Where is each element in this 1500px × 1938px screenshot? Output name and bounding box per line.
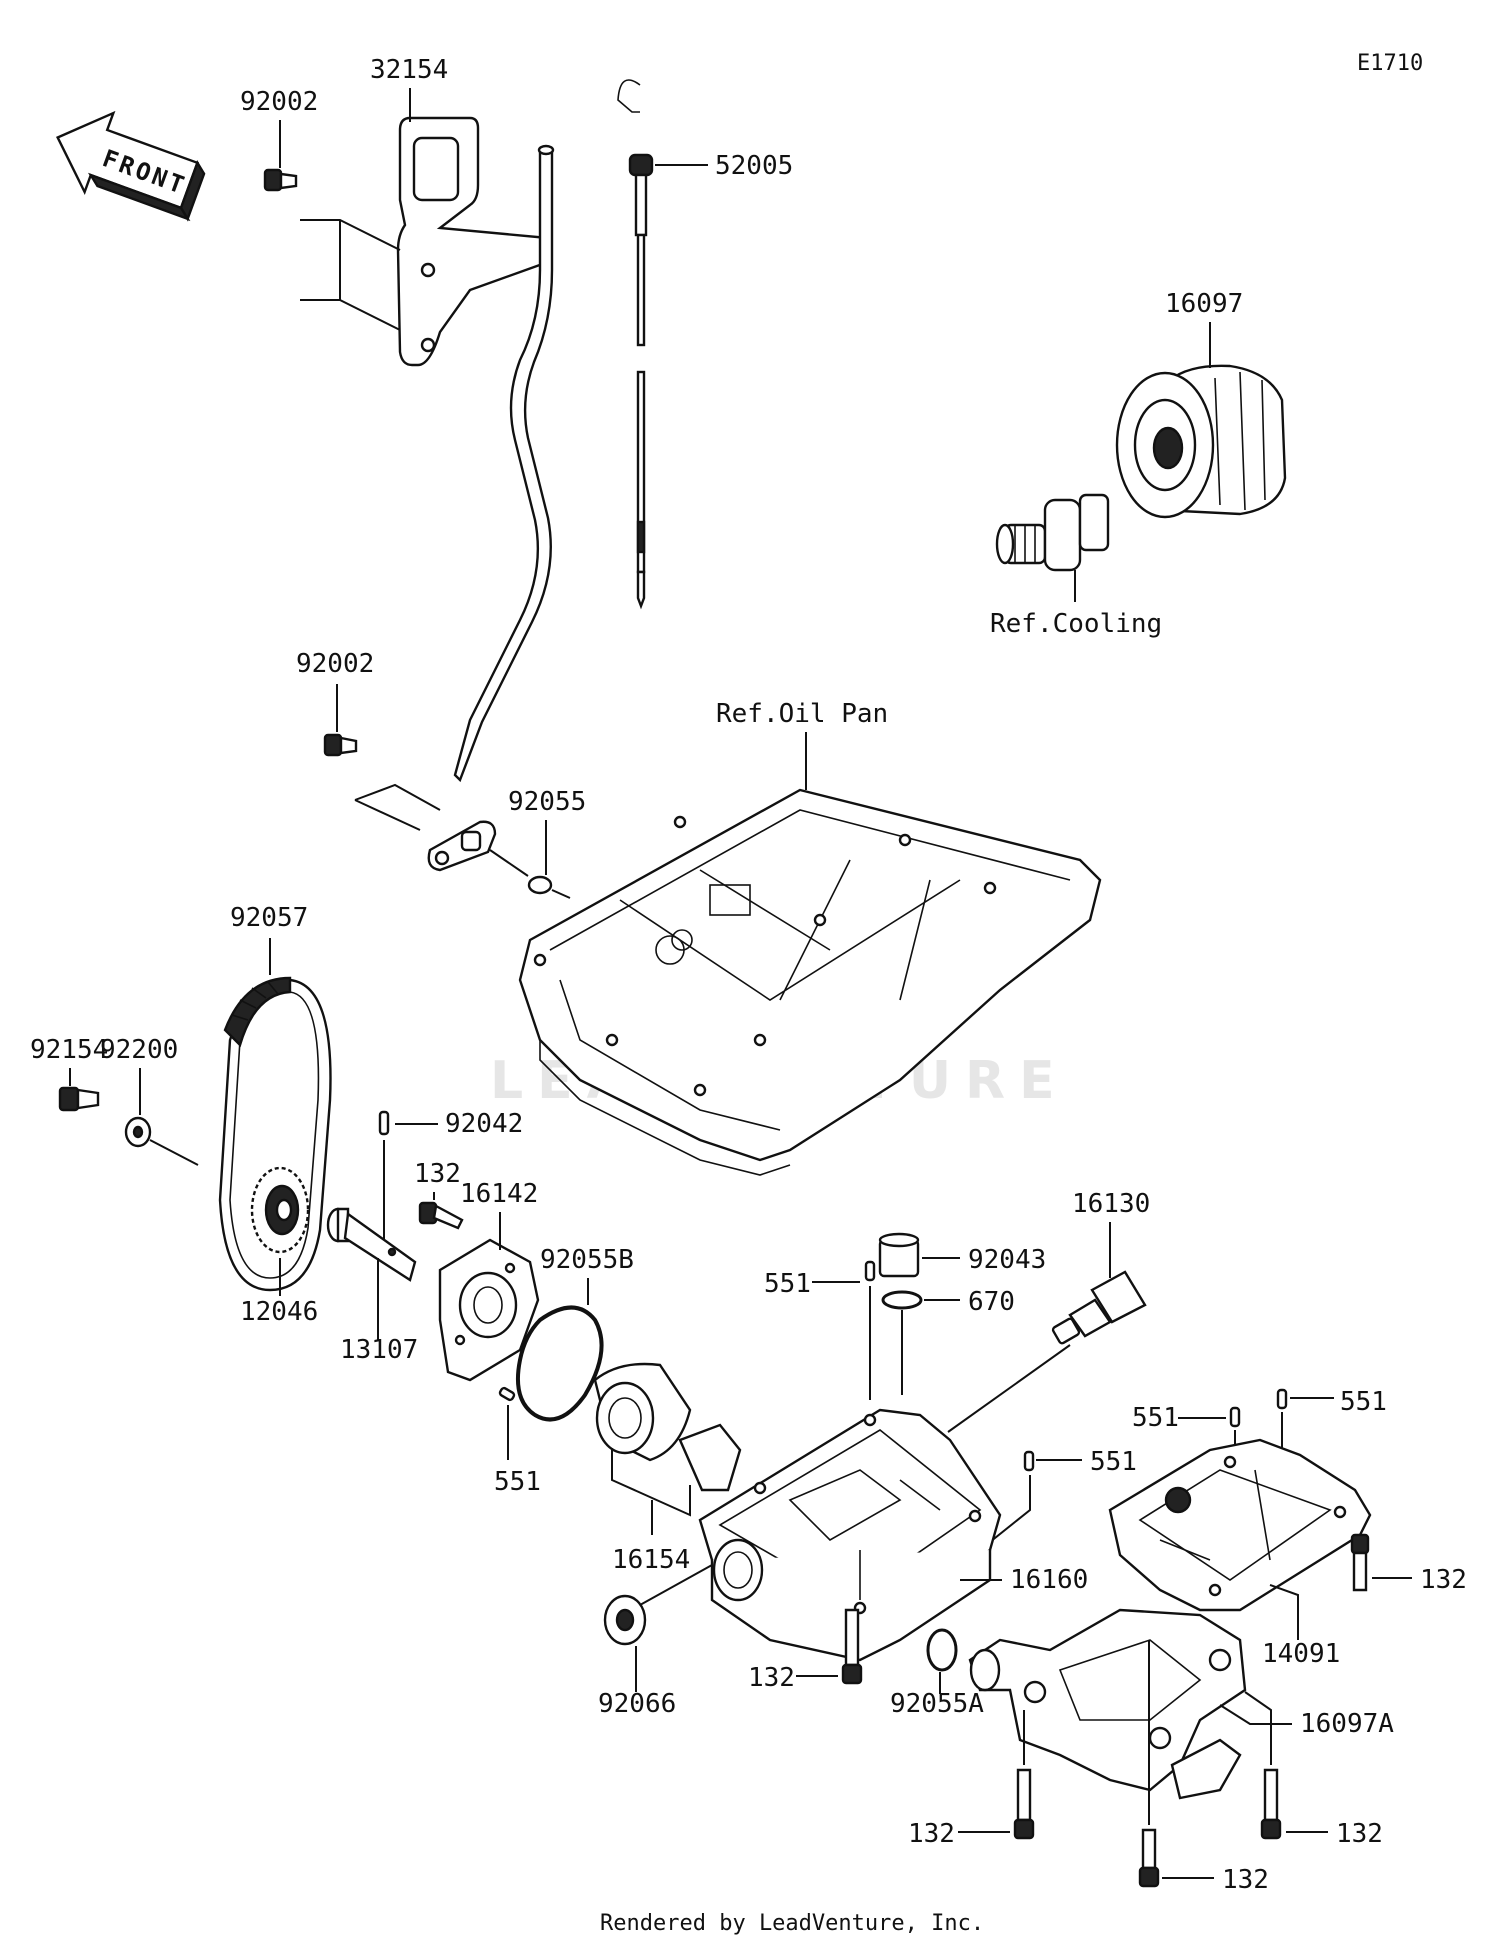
label-551-b: 551: [1090, 1447, 1137, 1477]
label-132-right: 132: [1420, 1565, 1467, 1595]
plate-14091: [1108, 1438, 1372, 1612]
front-arrow-icon: FRONT: [56, 110, 206, 222]
label-551-c: 551: [1132, 1403, 1179, 1433]
label-16154: 16154: [612, 1545, 690, 1575]
bracket-32154: [396, 116, 550, 367]
pin-551-d: [1276, 1388, 1288, 1410]
dipstick-52005: [617, 79, 654, 610]
label-551-d: 551: [1340, 1387, 1387, 1417]
label-32154: 32154: [370, 55, 448, 85]
label-132-br: 132: [1336, 1819, 1383, 1849]
label-92055A: 92055A: [890, 1689, 984, 1719]
label-16097: 16097: [1165, 289, 1243, 319]
cooling-fitting: [995, 493, 1110, 572]
label-16130: 16130: [1072, 1189, 1150, 1219]
label-132-pump: 132: [414, 1159, 461, 1189]
label-92002-mid: 92002: [296, 649, 374, 679]
label-16142: 16142: [460, 1179, 538, 1209]
bolt-132-br: [1260, 1768, 1282, 1840]
ref-oil-pan-label: Ref.Oil Pan: [716, 699, 888, 729]
label-16097A: 16097A: [1300, 1709, 1394, 1739]
switch-16130: [1051, 1270, 1147, 1345]
label-92055: 92055: [508, 787, 586, 817]
oil-pan: [518, 788, 1102, 1176]
label-92055B: 92055B: [540, 1245, 634, 1275]
label-16160: 16160: [1010, 1565, 1088, 1595]
label-14091: 14091: [1262, 1639, 1340, 1669]
pin-551-pump: [498, 1386, 516, 1402]
label-52005: 52005: [715, 151, 793, 181]
footer-credit: Rendered by LeadVenture, Inc.: [600, 1911, 984, 1936]
sprocket-12046: [250, 1166, 310, 1254]
bolt-132-right: [1350, 1533, 1370, 1592]
label-92066: 92066: [598, 1689, 676, 1719]
label-12046: 12046: [240, 1297, 318, 1327]
o-ring-670: [881, 1290, 923, 1310]
label-92154: 92154: [30, 1035, 108, 1065]
label-92200: 92200: [100, 1035, 178, 1065]
ref-cooling-label: Ref.Cooling: [990, 609, 1162, 639]
label-13107: 13107: [340, 1335, 418, 1365]
label-92057: 92057: [230, 903, 308, 933]
label-92002-top: 92002: [240, 87, 318, 117]
o-ring-92055A: [926, 1628, 958, 1672]
gasket-92055B: [515, 1305, 604, 1422]
pin-551-c: [1229, 1406, 1241, 1428]
oil-filter-16097: [1115, 364, 1287, 519]
pin-551-a: [864, 1260, 876, 1282]
bolt-92002-mid: [323, 733, 358, 757]
shaft-13107: [326, 1207, 417, 1282]
chain-92057: [218, 976, 332, 1292]
pin-92042: [378, 1110, 390, 1136]
dipstick-tube: [453, 144, 555, 783]
bolt-132-pump: [418, 1201, 464, 1230]
pump-body-16142: [438, 1238, 540, 1382]
label-551-pump: 551: [494, 1467, 541, 1497]
o-ring-92055: [527, 875, 553, 895]
label-670: 670: [968, 1287, 1015, 1317]
label-132-bl: 132: [908, 1819, 955, 1849]
bolt-92002-top: [263, 168, 298, 192]
label-132-mid: 132: [748, 1663, 795, 1693]
collar-92043: [878, 1232, 920, 1278]
pin-551-b: [1023, 1450, 1035, 1472]
label-92042: 92042: [445, 1109, 523, 1139]
rotor-16154: [593, 1362, 742, 1492]
label-551-a: 551: [764, 1269, 811, 1299]
washer-92200: [124, 1116, 152, 1148]
bolt-132-mid: [841, 1608, 863, 1685]
bolt-132-bl: [1013, 1768, 1035, 1840]
pump-housing-16160: [698, 1408, 1002, 1662]
label-132-bottom: 132: [1222, 1865, 1269, 1895]
tube-flange: [427, 820, 497, 872]
bolt-92154: [58, 1086, 100, 1112]
label-92043: 92043: [968, 1245, 1046, 1275]
bolt-132-bottom: [1138, 1828, 1160, 1888]
diagram-code: E1710: [1357, 51, 1423, 76]
collar-92066: [603, 1594, 647, 1646]
cover-16097A: [968, 1608, 1247, 1800]
